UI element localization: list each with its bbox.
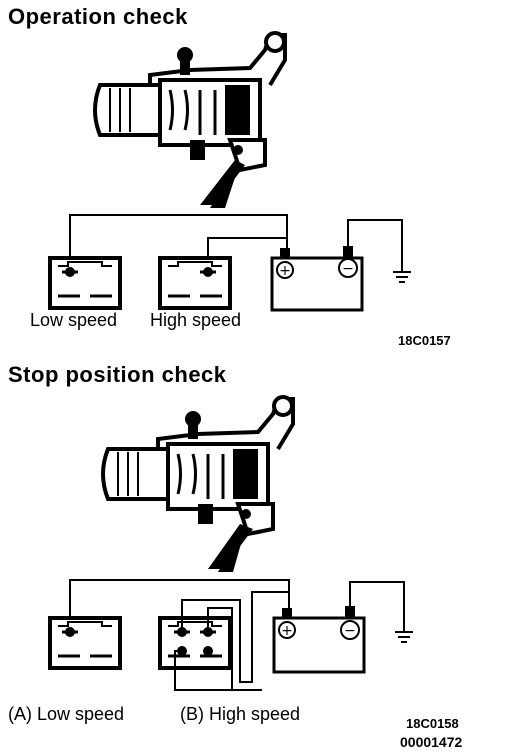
document-code: 00001472 — [400, 734, 463, 750]
operation-check-title: Operation check — [8, 4, 188, 29]
svg-text:−: − — [344, 623, 356, 639]
stop-battery: + − — [272, 606, 366, 674]
stop-high-speed-label: (B) High speed — [180, 704, 301, 724]
svg-text:+: + — [281, 623, 293, 639]
operation-motor-illustration — [93, 31, 287, 208]
operation-high-speed-connector — [158, 256, 232, 310]
operation-wiring — [69, 214, 411, 283]
operation-high-speed-label: High speed — [150, 310, 242, 330]
stop-position-check-title: Stop position check — [8, 362, 227, 387]
svg-text:+: + — [279, 263, 291, 279]
stop-motor-illustration — [101, 395, 295, 572]
operation-battery: + − — [270, 246, 364, 312]
stop-high-speed-connector — [158, 616, 232, 670]
operation-low-speed-connector — [48, 256, 122, 310]
stop-low-speed-connector — [48, 616, 122, 670]
stop-wiring — [69, 579, 413, 691]
svg-text:−: − — [342, 261, 354, 277]
stop-low-speed-label: (A) Low speed — [8, 704, 125, 724]
operation-figure-code: 18C0157 — [398, 333, 451, 348]
stop-figure-code: 18C0158 — [406, 716, 459, 731]
operation-low-speed-label: Low speed — [30, 310, 118, 330]
